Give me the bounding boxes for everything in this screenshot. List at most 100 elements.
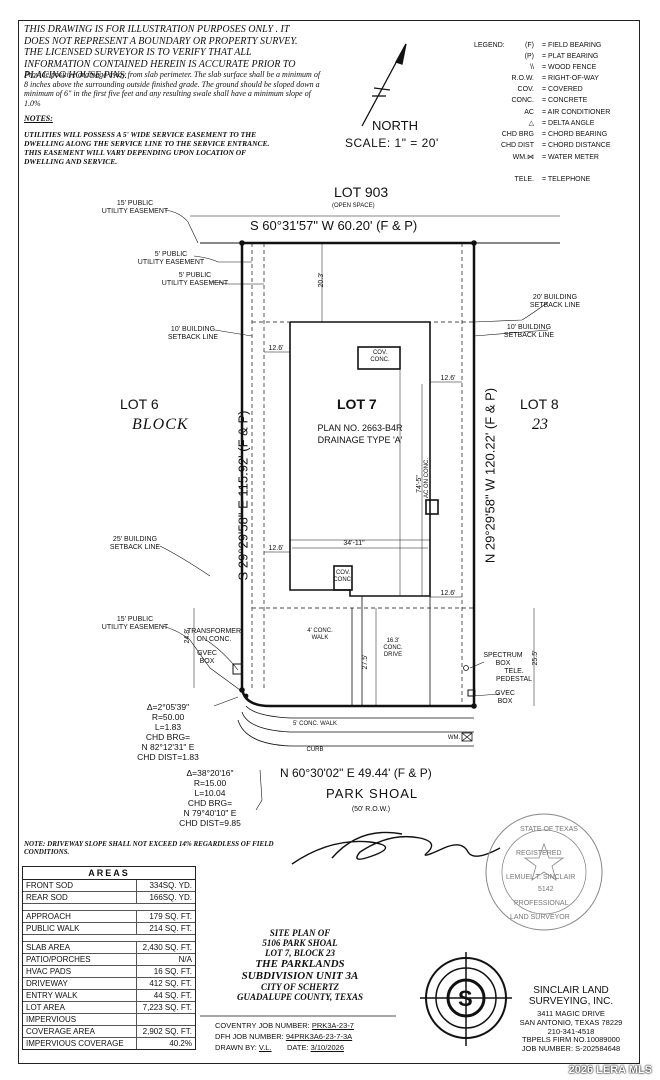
legend-row: CHD BRG = CHORD BEARING [470,129,640,140]
seal-registered: REGISTERED [516,850,562,857]
dim-34-11: 34'-11" [343,540,365,547]
bearing-top: S 60°31'57" W 60.20' (F & P) [250,218,418,233]
legend-abbr: CHD BRG [501,131,534,138]
water-meter-label: WM. [447,735,461,741]
legend-abbr: CONC. [511,97,534,104]
curb-label: CURB [306,747,324,753]
surveyor-signature [291,831,501,865]
legend-abbr: (F) [525,42,534,49]
drawn-by: DRAWN BY: V.L. DATE: 3/10/2026 [215,1043,344,1052]
seal-surveyor: LAND SURVEYOR [510,914,570,921]
job-info: COVENTRY JOB NUMBER: PRK3A-23-7 DFH JOB … [215,1020,372,1053]
setback-20: 20' BUILDING SETBACK LINE [529,294,581,309]
site-line: SITE PLAN OF [269,928,331,938]
walk-5ft: 5' CONC. WALK [293,721,337,727]
dfh-job: DFH JOB NUMBER: 94PRK3A6-23-7-3A [215,1032,353,1041]
disclaimer-text: THIS DRAWING IS FOR ILLUSTRATION PURPOSE… [24,24,298,81]
north-label: NORTH [372,118,418,133]
dim-20-3: 20.3' [318,272,325,288]
site-line: GUADALUPE COUNTY, TEXAS [237,992,363,1002]
ac-on-conc: AC ON CONC. [424,458,430,499]
areas-title: AREAS [23,867,195,880]
legend-row: AC = AIR CONDITIONER [470,107,640,118]
lot-8-label: LOT 8 [520,396,559,412]
easement-5-b: 5' PUBLIC UTILITY EASEMENT [161,272,229,287]
table-row: IMPERVIOUS [23,1014,195,1026]
open-space-label: (OPEN SPACE) [332,203,375,209]
legend-desc: = FIELD BEARING [542,42,602,49]
block-label: BLOCK [132,416,189,433]
plan-number: PLAN NO. 2663-B4R [317,423,403,433]
dim-24-8: 24.8' [184,628,191,644]
setback-10-left: 10' BUILDING SETBACK LINE [167,326,219,341]
drainage-note: Provide positive drainage away from slab… [24,70,321,108]
legend-row: CONC.= CONCRETE [470,95,640,106]
easement-15-top: 15' PUBLIC UTILITY EASEMENT [101,200,169,215]
cov-conc-bottom: COV. CONC. [333,570,353,583]
sinclair-logo-icon [420,952,512,1046]
legend-abbr: R.O.W. [511,75,534,82]
site-plan-title: SITE PLAN OF 5106 PARK SHOAL LOT 7, BLOC… [205,928,395,1002]
legend-row: (F) = FIELD BEARING [470,40,640,51]
utility-easement-note: UTILITIES WILL POSSESS A 5' WIDE SERVICE… [24,130,270,166]
walk-4ft: 4' CONC. WALK [307,628,333,641]
site-line: SUBDIVISION UNIT 3A [241,970,359,982]
legend-row: CHD DIST= CHORD DISTANCE [470,140,640,151]
site-line: CITY OF SCHERTZ [260,982,340,992]
lot-7-label: LOT 7 [337,396,377,412]
setback-10-right: 10' BUILDING SETBACK LINE [503,324,555,339]
transformer-label: TRANSFORMER ON CONC. [186,628,242,643]
legend-row: \\ = WOOD FENCE [470,62,640,73]
legend-abbr: AC [524,109,534,116]
right-of-way: (50' R.O.W.) [351,806,391,813]
legend-desc: = TELEPHONE [542,176,591,183]
legend-desc: = PLAT BEARING [542,53,599,60]
street-name: PARK SHOAL [326,786,419,801]
legend-desc: = AIR CONDITIONER [542,109,611,116]
drainage-type: DRAINAGE TYPE 'A' [317,435,403,445]
legend-abbr: \\ [530,64,534,71]
dim-12-6-c: 12.6' [268,545,284,552]
legend-title: LEGEND: [474,42,505,49]
legend-desc: = CHORD BEARING [542,131,608,138]
site-line: THE PARKLANDS [255,958,345,970]
gvec-box-right: GVEC BOX [495,690,515,705]
dim-12-6-d: 12.6' [440,590,456,597]
spectrum-box: SPECTRUM BOX [483,652,523,667]
legend-abbr: WM.⋈ [512,154,534,161]
drawing-frame [18,20,640,1064]
table-spacer [23,935,195,942]
gvec-box-left: GVEC BOX [197,650,217,665]
legend-desc: = COVERED [542,86,583,93]
curve-1-data: Δ=2°05'39" R=50.00 L=1.83 CHD BRG= N 82°… [137,702,199,762]
legend-desc: = WOOD FENCE [542,64,597,71]
easement-5-a: 5' PUBLIC UTILITY EASEMENT [137,251,205,266]
bearing-bottom: N 60°30'02" E 49.44' (F & P) [280,766,432,780]
dim-27-5: 27.5' [362,654,369,670]
seal-name: LEMUEL T. SINCLAIR [506,874,576,881]
notes-heading: NOTES: [24,114,53,123]
legend-row: COV.= COVERED [470,84,640,95]
bearing-right: N 29°29'58" W 120.22' (F & P) [482,387,498,564]
legend-row: (P)= PLAT BEARING [470,51,640,62]
curve-2-data: Δ=38°20'16" R=15.00 L=10.04 CHD BRG= N 7… [179,768,241,828]
legend-abbr: CHD DIST [500,142,534,149]
lot-903-label: LOT 903 [334,184,389,200]
dim-12-6-a: 12.6' [268,345,284,352]
legend-abbr: △ [528,120,534,127]
site-line: LOT 7, BLOCK 23 [264,948,335,958]
setback-25: 25' BUILDING SETBACK LINE [109,536,161,551]
site-line: 5106 PARK SHOAL [262,938,338,948]
